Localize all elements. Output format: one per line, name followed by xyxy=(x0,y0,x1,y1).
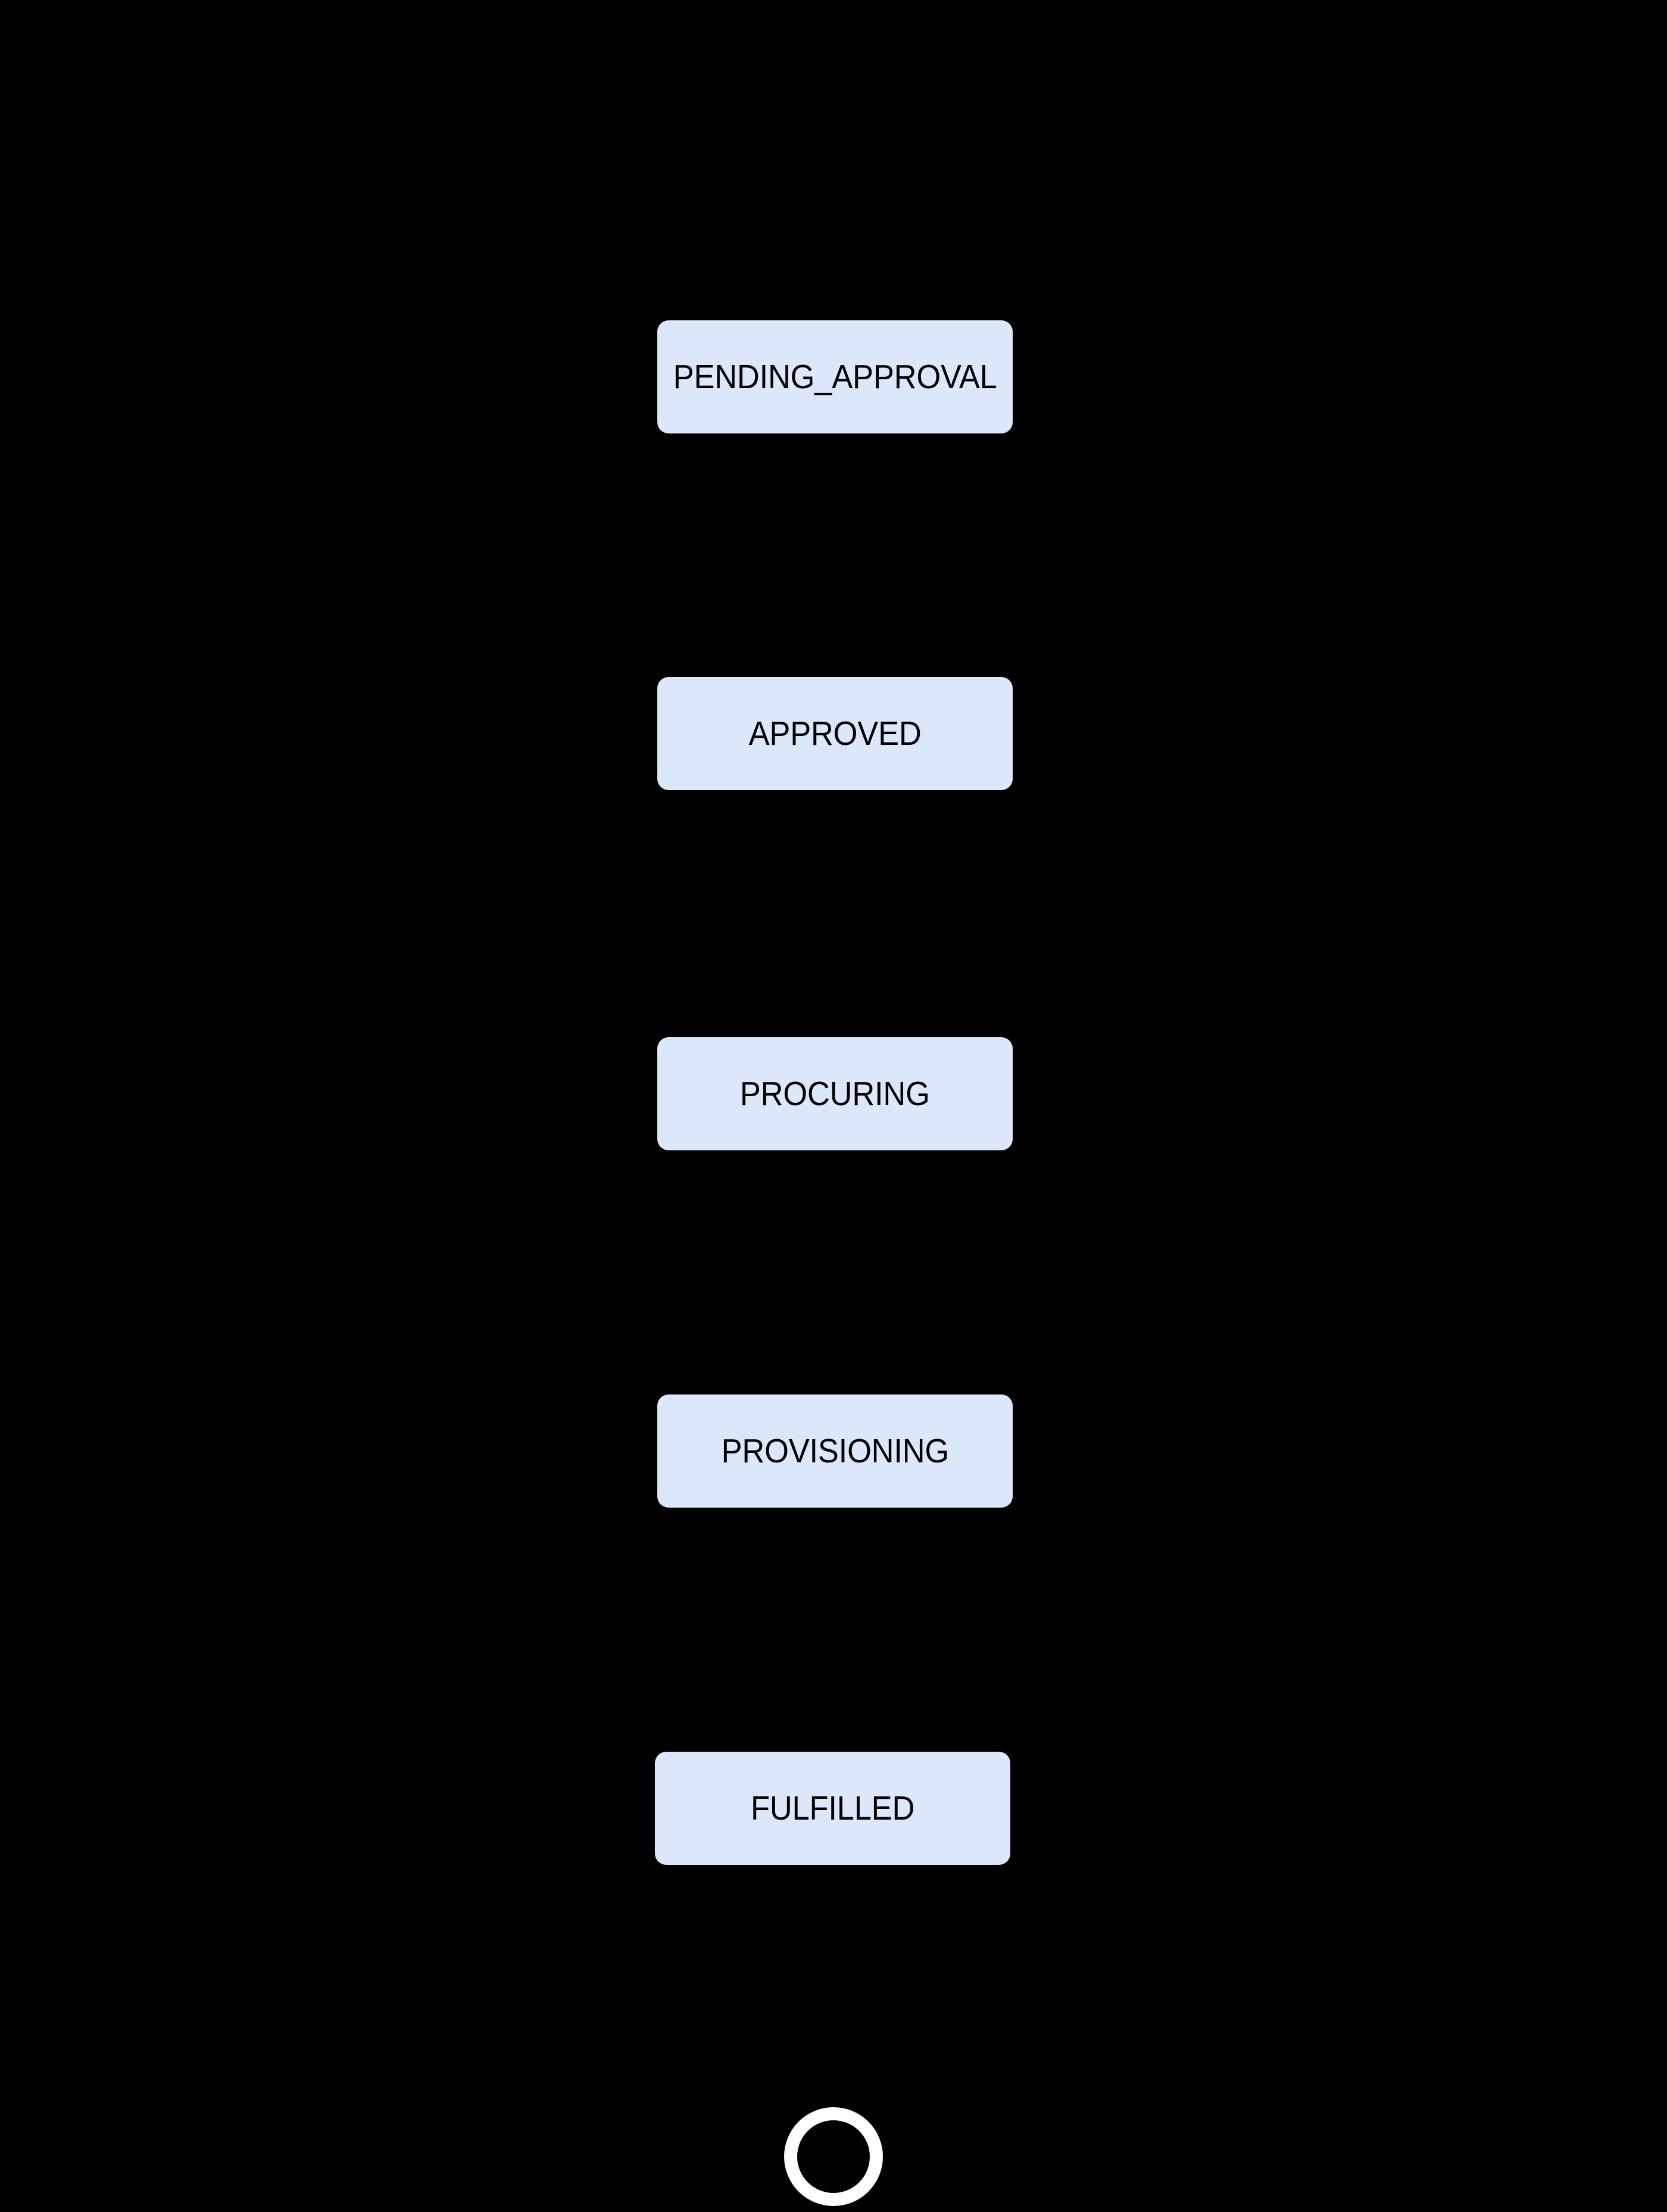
state-node-label: FULFILLED xyxy=(750,1789,915,1827)
end-state-circle-icon[interactable] xyxy=(784,2107,883,2206)
state-node-label: APPROVED xyxy=(748,714,922,753)
state-node-approved[interactable]: APPROVED xyxy=(657,677,1013,790)
state-node-procuring[interactable]: PROCURING xyxy=(657,1037,1013,1150)
state-node-provisioning[interactable]: PROVISIONING xyxy=(657,1394,1013,1508)
state-node-label: PENDING_APPROVAL xyxy=(673,357,997,396)
state-node-label: PROVISIONING xyxy=(721,1431,949,1470)
state-node-pending-approval[interactable]: PENDING_APPROVAL xyxy=(657,320,1013,433)
state-node-fulfilled[interactable]: FULFILLED xyxy=(655,1752,1010,1865)
state-node-label: PROCURING xyxy=(740,1074,930,1113)
